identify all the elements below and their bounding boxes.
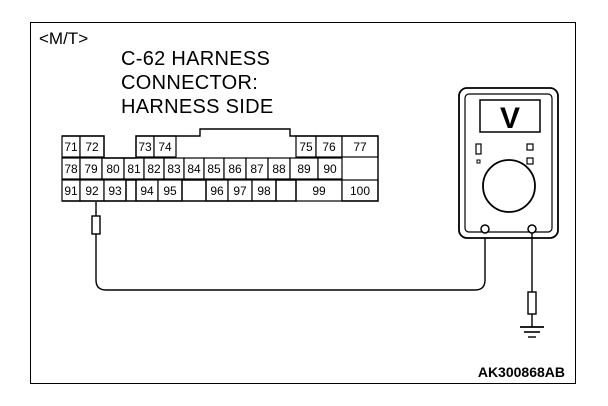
connector-title-line-3: HARNESS SIDE: [121, 96, 274, 118]
connector-pin-73: 73: [135, 135, 155, 158]
connector-c62: 71 72 73 74 75 76 77 78 79 80 81 82 83 84 85 86 87 88 89 90…: [61, 128, 379, 202]
connector-pin-label: 93: [108, 184, 122, 198]
connector-housing-outline: [62, 128, 379, 202]
connector-pin-label: 87: [250, 162, 264, 176]
connector-pin-75: 75: [295, 135, 317, 158]
connector-pin-77: 77: [341, 135, 379, 158]
meter-terminal-negative: [527, 224, 537, 234]
connector-pin-label: 96: [210, 184, 224, 198]
connector-pin-76: 76: [315, 135, 343, 158]
connector-pin-85: 85: [203, 157, 225, 180]
connector-title-line-1: C-62 HARNESS: [121, 48, 271, 70]
connector-pin-91: 91: [61, 179, 81, 202]
connector-pin-label: 100: [350, 184, 370, 198]
connector-pin-label: 77: [353, 140, 367, 154]
connector-pin-label: 86: [228, 162, 242, 176]
connector-pin-label: 78: [64, 162, 78, 176]
connector-pin-label: 76: [322, 140, 336, 154]
connector-pin-72: 72: [79, 135, 105, 158]
connector-pin-98: 98: [251, 179, 277, 202]
probe-lead: [91, 202, 486, 291]
connector-pin-100: 100: [341, 179, 379, 202]
connector-pin-label: 75: [299, 140, 313, 154]
connector-pin-94: 94: [135, 179, 159, 202]
connector-pin-label: 99: [312, 184, 326, 198]
connector-pin-86: 86: [223, 157, 247, 180]
ground-icon: [520, 233, 544, 338]
connector-pin-label: 94: [140, 184, 154, 198]
connector-pin-92: 92: [79, 179, 105, 202]
connector-pin-label: 91: [64, 184, 78, 198]
connector-pin-96: 96: [205, 179, 229, 202]
connector-pin-81: 81: [123, 157, 145, 180]
connector-pin-label: 89: [297, 162, 311, 176]
connector-pin-label: 81: [127, 162, 141, 176]
connector-pin-label: 79: [84, 162, 98, 176]
connector-pin-89: 89: [289, 157, 319, 180]
connector-pin-label: 74: [158, 140, 172, 154]
connector-pin-label: 80: [106, 162, 120, 176]
connector-pin-label: 72: [85, 140, 99, 154]
connector-pin-label: 82: [147, 162, 161, 176]
connector-pin-78: 78: [61, 157, 81, 180]
connector-pin-87: 87: [245, 157, 269, 180]
connector-pin-label: 92: [85, 184, 99, 198]
connector-pin-83: 83: [163, 157, 185, 180]
connector-pin-label: 85: [207, 162, 221, 176]
connector-pin-label: 73: [138, 140, 152, 154]
connector-pin-79: 79: [79, 157, 103, 180]
connector-pin-label: 97: [233, 184, 247, 198]
connector-pin-71: 71: [61, 135, 81, 158]
connector-pin-label: 71: [64, 140, 78, 154]
connector-pin-label: 88: [272, 162, 286, 176]
connector-pin-80: 80: [101, 157, 125, 180]
connector-pin-74: 74: [153, 135, 177, 158]
connector-pin-99: 99: [295, 179, 343, 202]
connector-pin-90: 90: [317, 157, 343, 180]
connector-pin-93: 93: [103, 179, 127, 202]
connector-pin-label: 84: [187, 162, 201, 176]
connector-pin-label: 98: [257, 184, 271, 198]
figure-code: AK300868AB: [477, 364, 565, 380]
transmission-type-label: <M/T>: [39, 29, 89, 48]
meter-terminal-positive: [480, 224, 490, 234]
connector-pin-label: 90: [323, 162, 337, 176]
meter-display-symbol: V: [500, 102, 520, 135]
connector-pin-84: 84: [183, 157, 205, 180]
connector-pin-label: 95: [163, 184, 177, 198]
connector-pin-88: 88: [267, 157, 291, 180]
connector-pin-95: 95: [157, 179, 183, 202]
connector-title-line-2: CONNECTOR:: [121, 72, 259, 94]
connector-pin-82: 82: [143, 157, 165, 180]
connector-pin-label: 83: [167, 162, 181, 176]
connector-pin-97: 97: [227, 179, 253, 202]
voltmeter-icon: V: [458, 87, 559, 239]
